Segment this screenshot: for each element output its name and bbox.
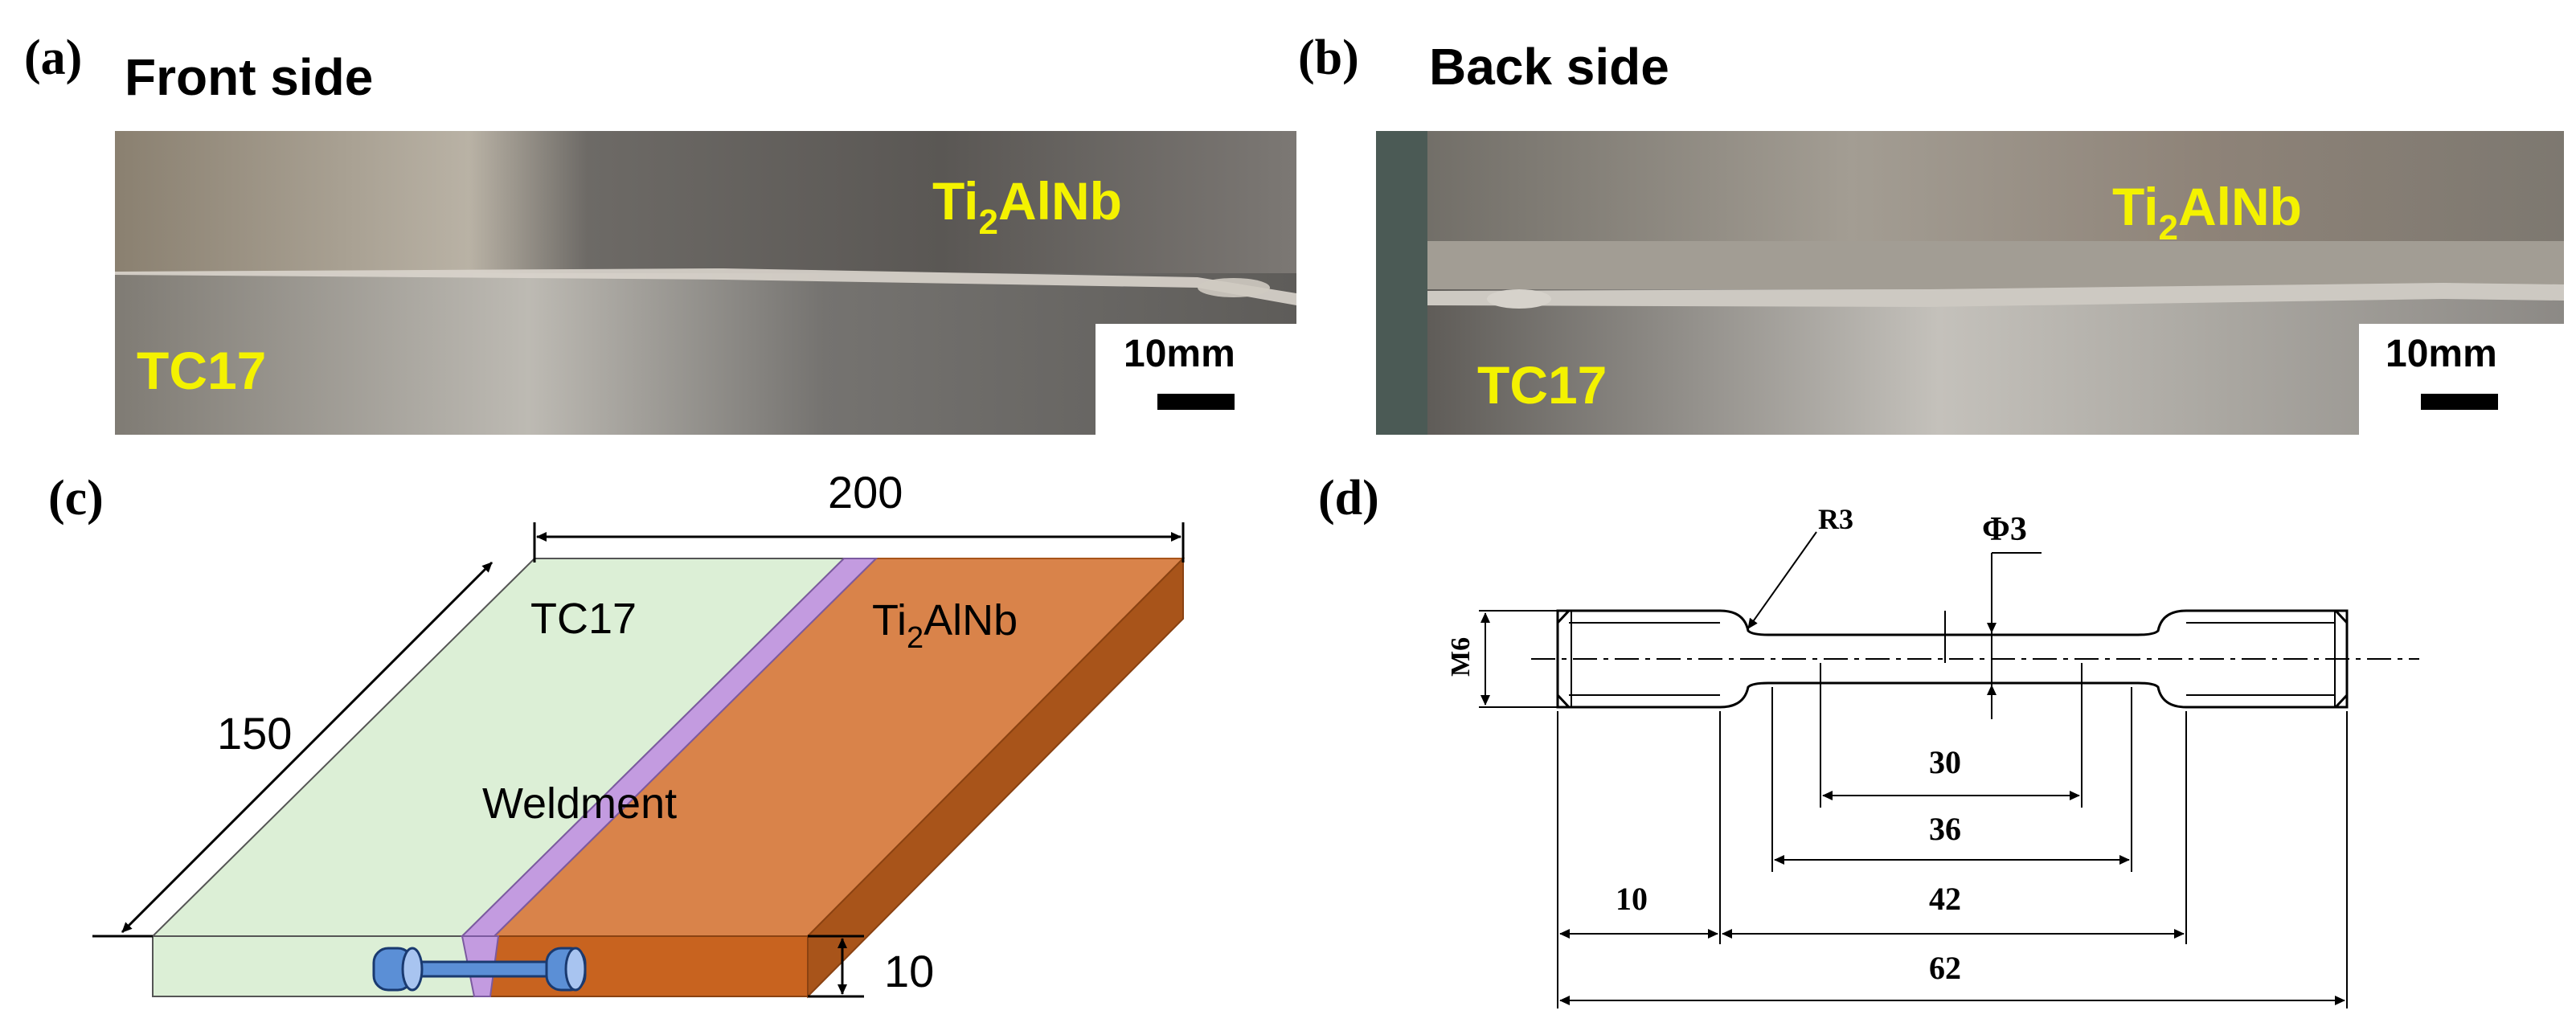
panel-d: (d) Φ3 R3 <box>1318 471 2419 1008</box>
back-side-photo <box>1376 131 2564 435</box>
dim-150-label: 150 <box>217 708 292 759</box>
dim-10: 10 <box>1616 881 1648 917</box>
dim-62: 62 <box>1929 950 1961 986</box>
panel-b: (b) Back side Ti2AlNb TC17 10mm <box>1298 31 2564 435</box>
tc17-label-b: TC17 <box>1477 355 1607 415</box>
ti2alnb-label-a: Ti2AlNb <box>932 171 1122 242</box>
tc17-plate-label: TC17 <box>530 595 637 643</box>
dim-30: 30 <box>1929 744 1961 780</box>
front-side-photo <box>115 131 1296 435</box>
weldment-label: Weldment <box>482 779 677 828</box>
scale-text-a: 10mm <box>1124 333 1235 375</box>
tensile-specimen-icon <box>372 947 587 992</box>
dim-42: 42 <box>1929 881 1961 917</box>
panel-a-label: (a) <box>24 31 82 85</box>
panel-a-title: Front side <box>125 48 373 106</box>
dim-200-label: 200 <box>828 467 903 518</box>
thread-label: M6 <box>1446 637 1476 677</box>
panel-d-label: (d) <box>1318 471 1379 526</box>
tc17-label-a: TC17 <box>137 341 266 400</box>
scale-bar-a <box>1157 394 1235 410</box>
scale-bar-b <box>2421 394 2498 410</box>
panel-b-title: Back side <box>1429 38 1669 96</box>
welded-plate <box>150 556 1186 999</box>
panel-c: (c) 200 <box>48 467 1186 999</box>
specimen-drawing <box>1556 609 2349 709</box>
dim-10-label: 10 <box>884 946 934 996</box>
panel-c-label: (c) <box>48 471 104 526</box>
scale-text-b: 10mm <box>2386 333 2497 375</box>
diameter-label: Φ3 <box>1982 511 2027 548</box>
panel-a: (a) Front side Ti2AlNb TC17 10mm <box>24 31 1296 435</box>
ti2alnb-plate-label: Ti2AlNb <box>872 596 1018 655</box>
panel-b-label: (b) <box>1298 31 1359 85</box>
dim-36: 36 <box>1929 811 1961 847</box>
radius-label: R3 <box>1818 503 1853 535</box>
ti2alnb-label-b: Ti2AlNb <box>2112 177 2302 248</box>
